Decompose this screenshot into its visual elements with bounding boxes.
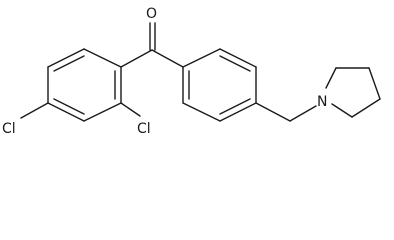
bond-carbonyl-right-ring [151, 49, 184, 68]
ring-bond [182, 48, 221, 68]
ring-bond [331, 103, 353, 118]
ring-double-bond [219, 55, 251, 72]
ring-bond [351, 98, 381, 118]
ring-bond [219, 48, 257, 68]
chlorine-left-label: Cl [2, 121, 16, 137]
ring-bond [83, 102, 122, 122]
chemical-structure-diagram: O Cl Cl N [2, 6, 381, 137]
ring-bond [47, 102, 85, 122]
chlorine-right-label: Cl [137, 121, 151, 137]
nitrogen-label: N [317, 94, 327, 110]
ring-double-bond [219, 98, 251, 115]
bond-to-methylene [255, 102, 291, 122]
ring-bond [182, 102, 221, 122]
bond-carbonyl-left-ring [120, 49, 153, 68]
ring-bond [219, 102, 257, 122]
bond-methylene-to-nitrogen [289, 105, 317, 122]
ring-double-bond [53, 55, 85, 72]
ring-bond [325, 67, 337, 89]
pyrrolidine-ring [325, 67, 381, 118]
ring-double-bond [53, 98, 85, 115]
phenyl-ring [182, 48, 257, 122]
carbonyl-group: O [146, 6, 157, 51]
ring-bond [368, 67, 381, 100]
bond-to-chlorine-left [20, 102, 49, 119]
dichlorophenyl-ring [47, 48, 122, 122]
oxygen-label: O [146, 6, 157, 22]
ring-bond [83, 48, 122, 68]
bond-to-chlorine-right [120, 102, 141, 117]
ring-bond [47, 48, 85, 68]
